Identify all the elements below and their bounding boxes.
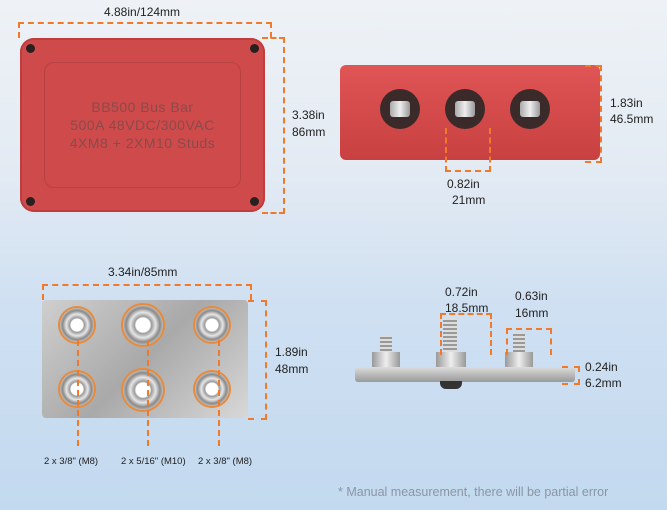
stud-hole — [510, 89, 550, 129]
stud-hole — [380, 89, 420, 129]
top-width-dimension-line — [18, 22, 272, 38]
small-stud-dimension-box — [506, 328, 552, 355]
stud-label-m8: 2 x 3/8" (M8) — [44, 456, 99, 467]
footnote: * Manual measurement, there will be part… — [338, 485, 609, 499]
m8-stud — [195, 372, 229, 406]
hole-in: 0.82in — [447, 177, 480, 191]
stud-leader-line — [147, 340, 149, 446]
top-width-label: 4.88in/124mm — [104, 5, 181, 19]
large-stud-mm: 18.5mm — [445, 301, 489, 315]
thickness-mm: 6.2mm — [585, 376, 622, 390]
small-stud — [513, 332, 525, 354]
nut — [372, 352, 400, 367]
engraving-line: BB500 Bus Bar — [91, 99, 194, 115]
plate-width-label: 3.34in/85mm — [108, 265, 178, 279]
engraving-line: 500A 48VDC/300VAC — [70, 117, 215, 133]
red-cover-side-view — [340, 65, 600, 160]
side-height-mm: 46.5mm — [610, 112, 654, 126]
hole-mm: 21mm — [452, 193, 486, 207]
short-stud — [380, 335, 392, 355]
screw-icon — [26, 44, 35, 53]
stud-leader-line — [77, 340, 79, 446]
cover-engraving: BB500 Bus Bar 500A 48VDC/300VAC 4XM8 + 2… — [44, 62, 241, 188]
large-stud — [443, 318, 457, 354]
m8-stud — [195, 308, 229, 342]
plate-height-mm: 48mm — [275, 362, 309, 376]
busbar-plate-profile — [355, 367, 575, 382]
small-stud-mm: 16mm — [515, 306, 549, 320]
plate-height-in: 1.89in — [275, 345, 308, 359]
bottom-bolt-head — [440, 381, 462, 389]
top-height-dimension-line — [262, 37, 285, 214]
screw-icon — [250, 197, 259, 206]
stud-hole — [445, 89, 485, 129]
m10-stud — [123, 370, 163, 410]
m8-stud — [60, 308, 94, 342]
screw-icon — [26, 197, 35, 206]
plate-height-dimension-line — [248, 300, 267, 420]
nut — [505, 352, 533, 367]
screw-icon — [250, 44, 259, 53]
red-cover-top-view: BB500 Bus Bar 500A 48VDC/300VAC 4XM8 + 2… — [20, 38, 265, 212]
large-stud-in: 0.72in — [445, 285, 478, 299]
stud-label-m10: 2 x 5/16" (M10) — [121, 456, 186, 467]
nut — [436, 352, 466, 367]
stud-leader-line — [218, 340, 220, 446]
plate-width-dimension-line — [42, 284, 252, 300]
engraving-line: 4XM8 + 2XM10 Studs — [69, 135, 216, 151]
large-stud-dimension-box — [440, 313, 492, 355]
top-height-mm: 86mm — [292, 125, 326, 139]
thickness-dimension-line — [562, 366, 580, 385]
top-height-in: 3.38in — [292, 108, 325, 122]
m10-stud — [123, 305, 163, 345]
side-height-in: 1.83in — [610, 96, 643, 110]
hole-dimension-line — [445, 128, 491, 172]
side-height-dimension-line — [585, 65, 602, 163]
stud-label-m8: 2 x 3/8" (M8) — [198, 456, 253, 467]
thickness-in: 0.24in — [585, 360, 618, 374]
small-stud-in: 0.63in — [515, 289, 548, 303]
